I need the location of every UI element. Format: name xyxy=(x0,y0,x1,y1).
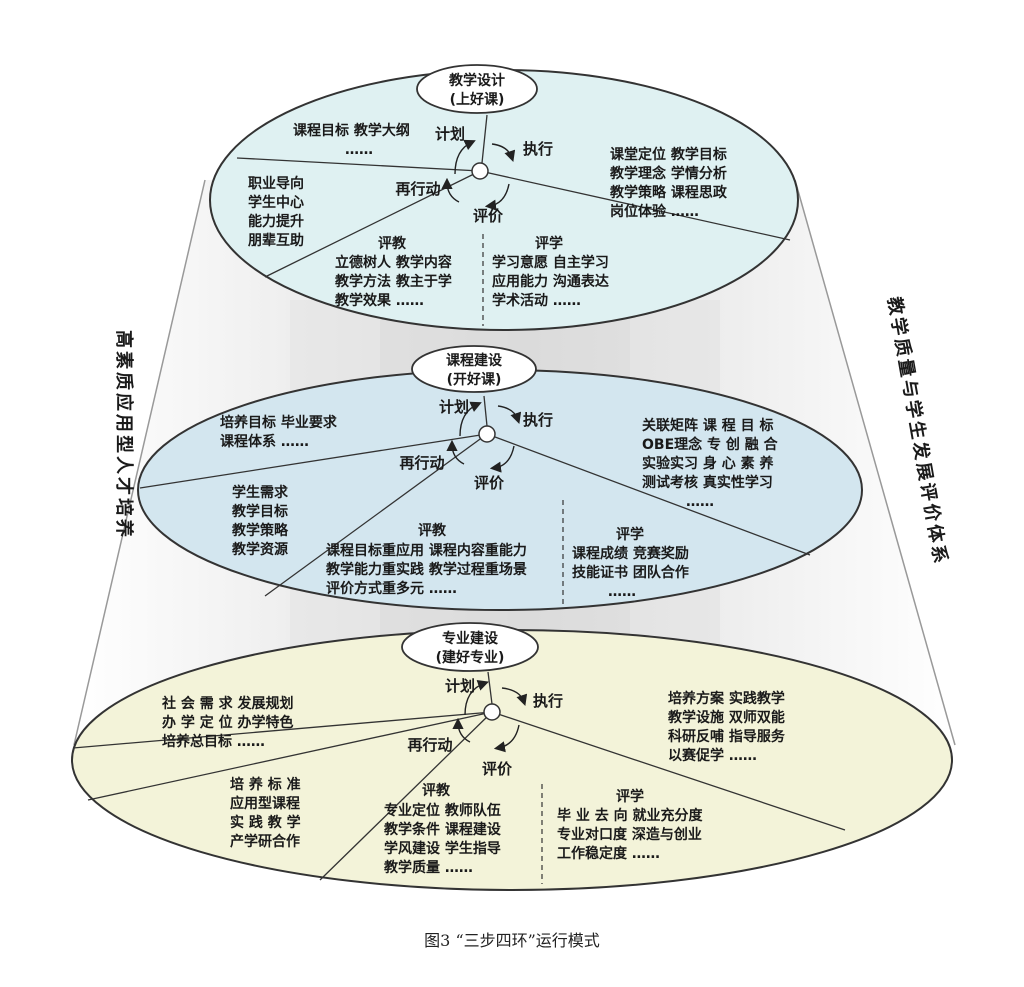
cycle-plan: 计划 xyxy=(445,677,475,695)
learn-eval-line: 应用能力 沟通表达 xyxy=(492,273,609,290)
teach-eval-line: 教学质量 …… xyxy=(384,859,473,876)
upper-left-line: 培养总目标 …… xyxy=(162,733,265,750)
right-line: 岗位体验 …… xyxy=(610,203,699,220)
left-line: 教学资源 xyxy=(232,541,288,558)
learn-eval-line: 学术活动 …… xyxy=(492,292,581,309)
teach-eval-line: 学风建设 学生指导 xyxy=(384,840,501,857)
layer-title-line2: (开好课) xyxy=(447,371,502,388)
left-line: 培 养 标 准 xyxy=(230,776,301,793)
cycle-evaluate: 评价 xyxy=(482,760,513,778)
learn-eval-title: 评学 xyxy=(535,235,563,252)
layer-title-line1: 教学设计 xyxy=(449,72,505,89)
layer-teaching-design: 教学设计 (上好课) 计划 执行 评价 再行动 课程目标 教学大纲 …… 职业导… xyxy=(209,64,799,331)
cycle-plan: 计划 xyxy=(435,125,465,143)
teach-eval-line: 评价方式重多元 …… xyxy=(326,580,457,597)
right-line: 关联矩阵 课 程 目 标 xyxy=(642,417,774,434)
cycle-plan: 计划 xyxy=(439,398,469,416)
teach-eval-line: 课程目标重应用 课程内容重能力 xyxy=(326,542,527,559)
upper-left-line: …… xyxy=(345,142,373,158)
teach-eval-title: 评教 xyxy=(418,522,447,539)
layer-title-line1: 课程建设 xyxy=(446,352,503,369)
upper-left-line: 社 会 需 求 发展规划 xyxy=(161,695,294,712)
left-line: 朋辈互助 xyxy=(247,232,304,249)
figure-caption: 图3 “三步四环”运行模式 xyxy=(424,931,600,950)
cycle-execute: 执行 xyxy=(523,140,553,158)
cycle-evaluate: 评价 xyxy=(474,474,505,492)
teach-eval-line: 教学能力重实践 教学过程重场景 xyxy=(326,561,527,578)
layer-title-line2: (建好专业) xyxy=(436,649,505,666)
layer-title-line1: 专业建设 xyxy=(442,630,499,647)
teach-eval-line: 教学条件 课程建设 xyxy=(384,821,502,838)
right-line: 教学理念 学情分析 xyxy=(610,165,727,182)
upper-left-line: 培养目标 毕业要求 xyxy=(220,414,338,431)
left-line: 教学目标 xyxy=(232,503,288,520)
learn-eval-line: 工作稳定度 …… xyxy=(557,845,660,862)
teach-eval-title: 评教 xyxy=(422,782,451,799)
cycle-execute: 执行 xyxy=(533,692,563,710)
upper-left-line: 课程目标 教学大纲 xyxy=(293,122,410,139)
layer-title-bubble xyxy=(401,622,539,672)
teach-eval-line: 教学效果 …… xyxy=(335,292,424,309)
right-line: 培养方案 实践教学 xyxy=(668,690,785,707)
learn-eval-line: 课程成绩 竞赛奖励 xyxy=(572,545,689,562)
layer-course-construction: 课程建设 (开好课) 计划 执行 评价 再行动 培养目标 毕业要求 课程体系 …… xyxy=(137,345,863,611)
teach-eval-line: 专业定位 教师队伍 xyxy=(384,802,501,819)
right-line: 科研反哺 指导服务 xyxy=(668,728,786,745)
funnel-right-edge xyxy=(794,179,956,746)
learn-eval-title: 评学 xyxy=(616,788,644,805)
layer-title-line2: (上好课) xyxy=(450,91,505,108)
upper-left-line: 课程体系 …… xyxy=(220,433,309,450)
layer-title-bubble xyxy=(411,345,537,393)
right-line: 教学设施 双师双能 xyxy=(668,709,785,726)
cycle-execute: 执行 xyxy=(523,411,553,429)
right-line: 课堂定位 教学目标 xyxy=(610,146,727,163)
right-line: 教学策略 课程思政 xyxy=(610,184,728,201)
upper-left-line: 办 学 定 位 办学特色 xyxy=(162,714,294,731)
left-line: 职业导向 xyxy=(248,175,304,192)
left-line: 能力提升 xyxy=(248,213,304,230)
left-side-label: 高素质应用型人才培养 xyxy=(113,330,135,540)
learn-eval-title: 评学 xyxy=(616,526,644,543)
right-line: OBE理念 专 创 融 合 xyxy=(642,436,779,453)
learn-eval-line: 学习意愿 自主学习 xyxy=(492,254,609,271)
teach-eval-line: 立德树人 教学内容 xyxy=(335,254,452,271)
cycle-evaluate: 评价 xyxy=(473,207,504,225)
left-line: 学生中心 xyxy=(248,194,304,211)
left-line: 教学策略 xyxy=(232,522,289,539)
cycle-redo: 再行动 xyxy=(395,180,440,198)
learn-eval-line: 技能证书 团队合作 xyxy=(572,564,689,581)
learn-eval-line: 毕 业 去 向 就业充分度 xyxy=(557,807,703,824)
layer-major-construction: 专业建设 (建好专业) 计划 执行 评价 再行动 社 会 需 求 发展规划 办 … xyxy=(71,622,953,891)
cycle-redo: 再行动 xyxy=(399,454,444,472)
learn-eval-line: 专业对口度 深造与创业 xyxy=(557,826,702,843)
left-line: 应用型课程 xyxy=(230,795,300,812)
left-line: 实 践 教 学 xyxy=(230,814,301,831)
layer-title-bubble xyxy=(416,64,538,114)
left-line: 产学研合作 xyxy=(230,833,300,850)
left-line: 学生需求 xyxy=(232,484,289,501)
cycle-redo: 再行动 xyxy=(407,736,452,754)
right-line: …… xyxy=(686,494,714,510)
learn-eval-line: …… xyxy=(608,584,636,600)
teach-eval-line: 教学方法 教主于学 xyxy=(335,273,452,290)
right-line: 测试考核 真实性学习 xyxy=(642,474,773,491)
teach-eval-title: 评教 xyxy=(378,235,407,252)
right-line: 以赛促学 …… xyxy=(668,747,757,764)
right-line: 实验实习 身 心 素 养 xyxy=(642,455,774,472)
funnel-left-edge xyxy=(73,179,206,746)
